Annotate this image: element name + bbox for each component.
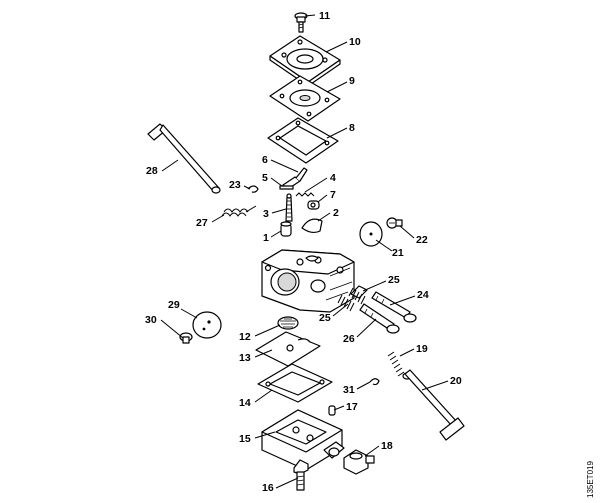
part-31-circlip bbox=[369, 378, 380, 386]
callout-labels: 11 10 9 8 6 5 4 7 3 2 1 28 23 27 21 22 2… bbox=[145, 10, 462, 494]
part-17-pin bbox=[328, 405, 336, 416]
callout-12: 12 bbox=[239, 331, 251, 343]
callout-25b: 25 bbox=[319, 312, 331, 324]
callout-8: 8 bbox=[349, 122, 355, 134]
callout-5: 5 bbox=[262, 172, 268, 184]
part-23-clip bbox=[247, 185, 259, 193]
callout-27: 27 bbox=[196, 217, 208, 229]
callout-4: 4 bbox=[330, 172, 336, 184]
callout-28: 28 bbox=[146, 165, 158, 177]
part-1-plug bbox=[280, 221, 292, 237]
part-3-inlet-needle bbox=[285, 193, 293, 222]
part-19-spring bbox=[387, 351, 405, 377]
callout-26: 26 bbox=[343, 333, 355, 345]
callout-15: 15 bbox=[239, 433, 251, 445]
callout-6: 6 bbox=[262, 154, 268, 166]
callout-20: 20 bbox=[450, 375, 462, 387]
callout-7: 7 bbox=[330, 189, 336, 201]
part-9-diaphragm bbox=[269, 75, 341, 122]
callout-3: 3 bbox=[263, 208, 269, 220]
part-10-cover bbox=[269, 35, 341, 87]
callout-1: 1 bbox=[263, 232, 269, 244]
part-22-screw bbox=[386, 217, 403, 229]
reference-code-text: 135ET019 bbox=[586, 461, 595, 498]
part-13-gasket bbox=[255, 331, 321, 367]
part-28-throttle-shaft bbox=[147, 123, 221, 194]
part-25-spring-lower bbox=[337, 294, 355, 312]
part-2-cover-cap bbox=[301, 218, 323, 234]
part-15-pump-cover bbox=[261, 409, 345, 471]
part-4-spring bbox=[295, 192, 315, 197]
part-18-fitting bbox=[343, 449, 375, 475]
callout-16: 16 bbox=[262, 482, 274, 494]
callout-11: 11 bbox=[319, 10, 330, 22]
leader-lines bbox=[160, 14, 449, 489]
part-7-sleeve bbox=[307, 200, 320, 210]
callout-17: 17 bbox=[346, 401, 358, 413]
callout-10: 10 bbox=[349, 36, 361, 48]
part-5-pin bbox=[279, 185, 294, 190]
callout-21: 21 bbox=[392, 247, 404, 259]
callout-19: 19 bbox=[416, 343, 428, 355]
part-27-torsion-spring bbox=[221, 205, 257, 217]
part-25-spring-upper bbox=[348, 285, 368, 305]
part-8-gasket bbox=[267, 117, 339, 164]
callout-29: 29 bbox=[168, 299, 180, 311]
carburetor-body bbox=[261, 249, 355, 313]
reference-code: 135ET019 bbox=[586, 438, 598, 498]
callout-30: 30 bbox=[145, 314, 157, 326]
callout-25a: 25 bbox=[388, 274, 400, 286]
part-16-screw bbox=[293, 459, 309, 491]
callout-23: 23 bbox=[229, 179, 241, 191]
part-20-choke-shaft bbox=[402, 369, 465, 441]
part-29-disc bbox=[192, 311, 222, 339]
callout-2: 2 bbox=[333, 207, 339, 219]
part-30-screw bbox=[179, 332, 193, 344]
part-12-fuel-strainer bbox=[277, 316, 299, 330]
callout-22: 22 bbox=[416, 234, 428, 246]
callout-14: 14 bbox=[239, 397, 251, 409]
callout-9: 9 bbox=[349, 75, 355, 87]
callout-31: 31 bbox=[343, 384, 355, 396]
callout-24: 24 bbox=[417, 289, 429, 301]
callout-18: 18 bbox=[381, 440, 393, 452]
part-14-pump-gasket bbox=[257, 363, 333, 403]
part-26-adjusting-screw-l bbox=[359, 303, 400, 334]
callout-13: 13 bbox=[239, 352, 251, 364]
